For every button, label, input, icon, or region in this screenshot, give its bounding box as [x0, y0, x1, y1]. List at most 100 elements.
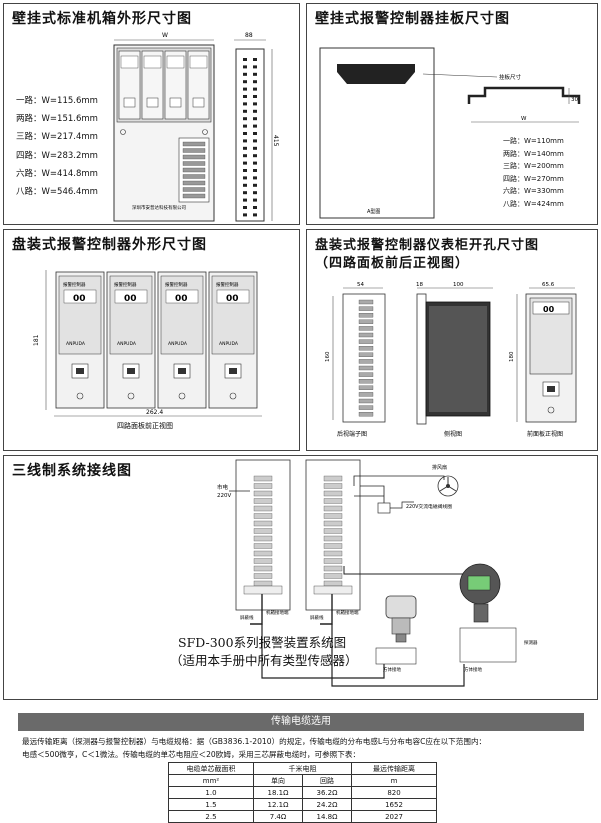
wall-plate-drawing: A型图 挂板尺寸 30 W [319, 47, 581, 219]
label-cable1: 屏蔽线 [240, 614, 254, 621]
wiring-caption-1: SFD-300系列报警装置系统图 [178, 635, 347, 650]
terminal-block [182, 193, 206, 199]
terminal-block [323, 565, 343, 572]
switch-knob [76, 368, 84, 374]
dim-row: 一路：W=110mm [503, 137, 564, 145]
cell-area: 1.5 [168, 798, 254, 811]
cell-loop: 24.2Ω [302, 798, 352, 811]
vent-slot [253, 169, 257, 172]
brand-label: ANPUDA [66, 341, 86, 347]
th-dist: 最远传输距离 [351, 762, 437, 775]
terminal-block [182, 187, 206, 192]
brand-label: ANPUDA [117, 341, 137, 347]
front-unit-display: 00 [543, 305, 555, 314]
terminal-block [358, 379, 374, 384]
vent-slot [253, 183, 257, 187]
vent-slot [253, 146, 257, 150]
label-sensor: 探测器 [524, 639, 538, 646]
dim-160-label: 160 [325, 351, 331, 362]
vent-slot [243, 154, 247, 158]
vent-slot [253, 154, 257, 158]
terminal-block [253, 505, 273, 512]
vent-slot [243, 161, 247, 165]
cell-single: 7.4Ω [253, 810, 303, 823]
dim-row: 一路：W=115.6mm [16, 96, 98, 106]
terminal-block [323, 513, 343, 519]
terminal-block [323, 475, 343, 482]
vent-slot [253, 95, 257, 98]
terminal-block [323, 535, 343, 542]
unit-display-value: 00 [175, 294, 188, 304]
front-face [160, 275, 204, 355]
unit-name: 报警控制器 [63, 281, 86, 288]
cutout-title: 盘装式报警控制器仪表柜开孔尺寸图 [315, 238, 540, 253]
wall-box-title: 壁挂式标准机箱外形尺寸图 [12, 11, 192, 27]
terminal-block [253, 490, 273, 497]
unit-display [216, 289, 250, 304]
cap-front: 前面板正视图 [527, 430, 563, 438]
cell-loop: 14.8Ω [302, 810, 352, 823]
terminal-block [323, 528, 343, 534]
wiring-title: 三线制系统接线图 [12, 463, 132, 479]
vent-slot [243, 183, 247, 187]
cell-area: 1.0 [168, 786, 254, 799]
cell-dist: 820 [351, 786, 437, 799]
vent-slot [253, 132, 257, 135]
vent-slot [243, 117, 247, 121]
terminal-block [253, 565, 273, 572]
switch-knob [127, 368, 135, 374]
table-row: 1.0 18.1Ω 36.2Ω 820 [168, 786, 437, 799]
vent-slot [253, 117, 257, 121]
wall-plate-title: 壁挂式报警控制器挂板尺寸图 [315, 11, 510, 27]
terminal-strip [243, 585, 283, 595]
label-power: 市电 [217, 483, 229, 491]
front-caption: A型图 [367, 208, 380, 215]
cutout-panel: 盘装式报警控制器仪表柜开孔尺寸图 （四路面板前后正视图） 54 160 18 1… [306, 229, 598, 451]
front-face [211, 275, 255, 355]
unit-name: 报警控制器 [114, 281, 137, 288]
terminal-block [358, 365, 374, 371]
terminal-block [253, 475, 273, 482]
terminal-block [323, 505, 343, 512]
label-ground2: 方体接地 [464, 666, 482, 673]
terminal-strip [313, 585, 353, 595]
unit-switch [169, 97, 182, 108]
terminal-block [358, 405, 374, 410]
terminal-block [323, 483, 343, 489]
sub-single: 单向 [253, 774, 303, 787]
cell-area: 2.5 [168, 810, 254, 823]
terminal-block [182, 167, 206, 173]
terminal-block [358, 306, 374, 311]
terminal-block [253, 513, 273, 519]
vent-slot [243, 132, 247, 135]
terminal-block [253, 520, 273, 527]
dim-54-label: 54 [357, 282, 364, 288]
dim-row: 八路：W=546.4mm [16, 187, 98, 198]
vent-slot [243, 206, 247, 209]
dim-181-label: 181 [33, 334, 40, 346]
terminal-block [358, 326, 374, 331]
dim-w-label: W [521, 116, 527, 122]
terminal-block [358, 299, 374, 305]
terminal-block [323, 580, 343, 587]
dim-100-label: 100 [453, 282, 464, 288]
wiring-drawing: 市电 220V 排风扇 220V交流电磁阀线圈 屏蔽线 屏蔽线 机箱接地端 机箱… [217, 459, 538, 687]
vent-slot [253, 65, 257, 69]
unit-name: 报警控制器 [216, 281, 239, 288]
terminal-block [253, 580, 273, 587]
brand-label: ANPUDA [168, 341, 188, 347]
vent-slot [253, 109, 257, 113]
terminal-block [358, 346, 374, 351]
terminal-block [323, 550, 343, 557]
vent-slot [243, 58, 247, 61]
unit-display [189, 55, 208, 69]
vent-slot [243, 191, 247, 195]
vent-slot [253, 191, 257, 195]
panel-mount-caption: 四路面板前正视图 [117, 421, 173, 430]
vent-slot [243, 169, 247, 172]
cutout-drawing: 54 160 18 100 65.6 180 00 后视端子图 侧视图 前面板正… [325, 282, 577, 438]
terminal-block [253, 535, 273, 542]
vent-slot [243, 95, 247, 98]
vent-slot [253, 139, 257, 143]
vent-slot [253, 80, 257, 84]
